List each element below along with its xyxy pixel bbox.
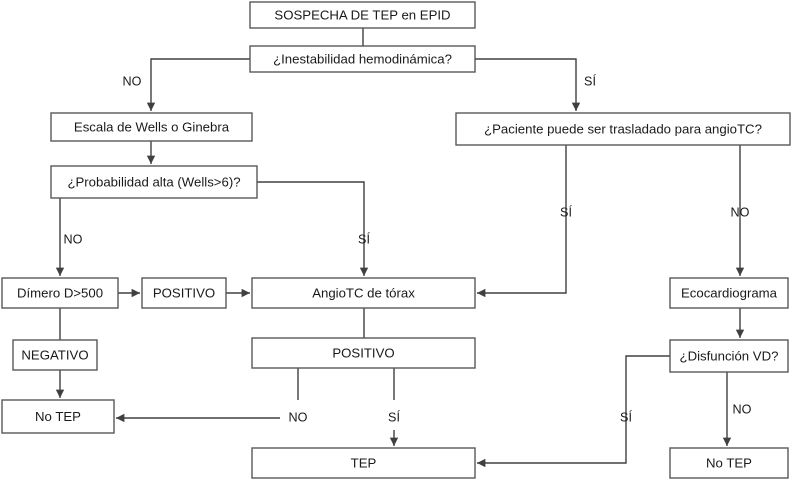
edge-label-e9: SÍ — [620, 409, 632, 424]
node-n3[interactable]: Escala de Wells o Ginebra — [50, 112, 253, 142]
edge-label-e3: NO — [64, 232, 83, 246]
node-box — [669, 447, 789, 479]
node-label: Escala de Wells o Ginebra — [74, 119, 230, 134]
node-n11[interactable]: POSITIVO — [251, 337, 476, 369]
node-label: SOSPECHA DE TEP en EPID — [274, 7, 450, 22]
node-n12[interactable]: ¿Disfunción VD? — [669, 339, 789, 373]
node-label: Ecocardiograma — [681, 285, 778, 300]
node-box — [249, 1, 476, 29]
node-label: ¿Disfunción VD? — [680, 348, 779, 363]
node-label: Dímero D>500 — [17, 285, 103, 300]
node-label: POSITIVO — [332, 345, 394, 360]
edge-label-e4: SÍ — [358, 231, 370, 246]
node-n5[interactable]: ¿Paciente puede ser trasladado para angi… — [455, 112, 791, 146]
edge-label-e6: NO — [731, 205, 750, 219]
node-box — [251, 277, 476, 309]
edge-c14 — [477, 145, 567, 298]
node-box — [50, 112, 253, 142]
edge-c2 — [146, 58, 250, 111]
node-label: No TEP — [35, 409, 81, 424]
node-n15[interactable]: No TEP — [669, 447, 789, 479]
node-n13[interactable]: No TEP — [1, 399, 115, 434]
node-box — [669, 339, 789, 373]
node-n1[interactable]: SOSPECHA DE TEP en EPID — [249, 1, 476, 29]
edges-layer — [55, 28, 745, 468]
node-label: NEGATIVO — [21, 347, 88, 362]
node-label: TEP — [351, 455, 377, 470]
node-box — [249, 45, 476, 73]
node-box — [1, 399, 115, 434]
node-box — [455, 112, 791, 146]
node-n4[interactable]: ¿Probabilidad alta (Wells>6)? — [50, 165, 258, 199]
node-n9[interactable]: Ecocardiograma — [669, 277, 789, 309]
node-label: POSITIVO — [153, 285, 215, 300]
node-box — [669, 277, 789, 309]
edge-labels-layer: NO SÍ NO SÍ SÍ NO NO SÍ SÍ NO — [64, 73, 752, 424]
node-n6[interactable]: Dímero D>500 — [1, 277, 119, 309]
node-n7[interactable]: POSITIVO — [141, 277, 227, 309]
edge-label-e1: NO — [123, 74, 142, 88]
edge-label-e5: SÍ — [560, 204, 572, 219]
node-box — [50, 165, 258, 199]
edge-c12 — [116, 368, 299, 418]
edge-c17 — [477, 355, 670, 468]
node-n2[interactable]: ¿Inestabilidad hemodinámica? — [249, 45, 476, 73]
node-label: ¿Probabilidad alta (Wells>6)? — [67, 174, 240, 189]
edge-c6 — [257, 181, 369, 276]
node-box — [251, 447, 476, 479]
node-box — [12, 339, 98, 371]
node-label: AngioTC de tórax — [312, 285, 415, 300]
edge-label-e7: NO — [289, 410, 308, 424]
node-label: ¿Inestabilidad hemodinámica? — [273, 51, 452, 66]
edge-label-e2: SÍ — [584, 73, 596, 88]
node-box — [251, 337, 476, 369]
edge-c3 — [475, 58, 581, 111]
node-n10[interactable]: NEGATIVO — [12, 339, 98, 371]
edge-label-e10: NO — [733, 402, 752, 416]
node-label: ¿Paciente puede ser trasladado para angi… — [484, 121, 762, 136]
node-label: No TEP — [706, 455, 752, 470]
node-n8[interactable]: AngioTC de tórax — [251, 277, 476, 309]
node-box — [1, 277, 119, 309]
node-n14[interactable]: TEP — [251, 447, 476, 479]
node-box — [141, 277, 227, 309]
edge-label-e8: SÍ — [388, 409, 400, 424]
